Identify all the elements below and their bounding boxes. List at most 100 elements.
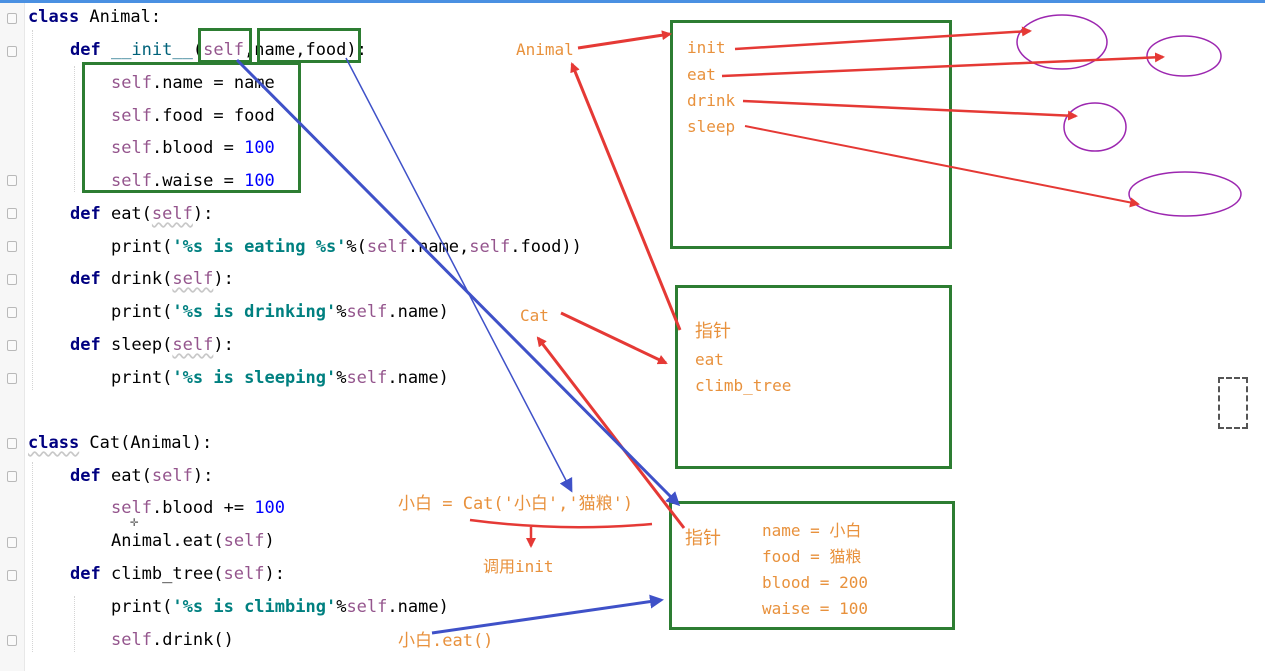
dashed-selection-marker: [1218, 377, 1248, 429]
method-circle-icon: [1063, 102, 1127, 152]
method-name: eat(: [100, 466, 152, 486]
paren: ):: [192, 204, 214, 224]
string-literal: '%s is eating %s': [172, 237, 347, 257]
code-line-cat-def-eat[interactable]: def eat(self):: [70, 466, 213, 486]
attr: .name): [387, 368, 449, 388]
method-name: climb_tree(: [100, 564, 224, 584]
highlight-init-body-box: [82, 62, 301, 193]
self-ref: self: [111, 630, 152, 650]
self-param: self: [203, 40, 245, 60]
code-line-sleep-body[interactable]: print('%s is sleeping'%self.name): [111, 368, 449, 388]
class-name: Cat(Animal):: [79, 433, 213, 453]
attr: .name): [387, 302, 449, 322]
fold-marker-icon[interactable]: [7, 570, 17, 581]
code-line-def-climb-tree[interactable]: def climb_tree(self):: [70, 564, 285, 584]
operator: %: [336, 597, 347, 617]
string-literal: '%s is sleeping': [172, 368, 337, 388]
instance-attr-waise: waise = 100: [762, 599, 868, 618]
cat-member-eat: eat: [695, 350, 724, 369]
class-name: Animal:: [79, 7, 162, 27]
arrow-cat-to-box: [560, 311, 668, 365]
number: 100: [244, 138, 275, 158]
fold-marker-icon[interactable]: [7, 208, 17, 219]
code-line-class-animal[interactable]: class Animal:: [28, 7, 161, 27]
self-ref: self: [346, 302, 388, 322]
code-line-init-body-4[interactable]: self.waise = 100: [111, 171, 275, 191]
method-circle-icon: [1128, 171, 1242, 217]
arrow-sleep-to-circle: [744, 125, 1140, 208]
animal-method-eat: eat: [687, 65, 716, 84]
paren: ):: [213, 335, 234, 355]
code-line-drink-body[interactable]: print('%s is drinking'%self.name): [111, 302, 449, 322]
builtin-call: print(: [111, 302, 173, 322]
self-ref: self: [111, 498, 152, 518]
attr: .food)): [510, 237, 582, 257]
cat-pointer-label: 指针: [695, 321, 731, 342]
animal-class-memory-box: [670, 20, 952, 249]
keyword: class: [28, 433, 80, 453]
code-line-eat-body[interactable]: print('%s is eating %s'%(self.name,self.…: [111, 237, 582, 257]
editor-top-border: [0, 0, 1265, 3]
code-line-cat-eat-body-1[interactable]: self.blood += 100: [111, 498, 285, 518]
statement: .blood +=: [151, 498, 255, 518]
instance-memory-box: [669, 501, 955, 630]
red-underline: [469, 518, 653, 529]
fold-marker-icon[interactable]: [7, 241, 17, 252]
builtin-call: print(: [111, 597, 173, 617]
code-line-climb-body-2[interactable]: self.drink(): [111, 630, 234, 650]
number: 100: [244, 171, 275, 191]
builtin-call: print(: [111, 368, 173, 388]
arrow-eat-to-circle: [721, 52, 1165, 78]
operator: %: [336, 302, 347, 322]
code-line-init-body-2[interactable]: self.food = food: [111, 106, 275, 126]
self-ref: self: [111, 171, 152, 191]
indent-guide: [74, 596, 75, 652]
fold-marker-icon[interactable]: [7, 307, 17, 318]
self-ref: self: [111, 138, 152, 158]
animal-method-drink: drink: [687, 91, 736, 110]
fold-marker-icon[interactable]: [7, 635, 17, 646]
cat-class-memory-box: [675, 285, 952, 469]
params: ,name,food: [244, 40, 347, 60]
code-line-def-eat[interactable]: def eat(self):: [70, 204, 213, 224]
fold-marker-icon[interactable]: [7, 274, 17, 285]
method-circle-icon: [1016, 14, 1108, 70]
code-line-init-body-1[interactable]: self.name = name: [111, 73, 275, 93]
method-circle-icon: [1146, 35, 1222, 77]
code-line-def-sleep[interactable]: def sleep(self):: [70, 335, 234, 355]
fold-marker-icon[interactable]: [7, 438, 17, 449]
paren: ):: [213, 269, 234, 289]
instance-attr-blood: blood = 200: [762, 573, 868, 592]
fold-marker-icon[interactable]: [7, 175, 17, 186]
self-param: self: [151, 466, 193, 486]
fold-marker-icon[interactable]: [7, 537, 17, 548]
fold-marker-icon[interactable]: [7, 471, 17, 482]
code-line-init-body-3[interactable]: self.blood = 100: [111, 138, 275, 158]
keyword: def: [70, 40, 101, 60]
code-line-cat-eat-body-2[interactable]: Animal.eat(self): [111, 531, 275, 551]
code-line-def-drink[interactable]: def drink(self):: [70, 269, 234, 289]
code-line-climb-body-1[interactable]: print('%s is climbing'%self.name): [111, 597, 449, 617]
self-ref: self: [469, 237, 511, 257]
statement: Animal.eat(: [111, 531, 224, 551]
attr: .name,: [407, 237, 470, 257]
paren: ):: [346, 40, 367, 60]
fold-marker-icon[interactable]: [7, 340, 17, 351]
arrow-init-to-circle: [734, 26, 1032, 51]
arrow-drink-to-circle: [742, 99, 1078, 121]
animal-method-sleep: sleep: [687, 117, 736, 136]
code-line-class-cat[interactable]: class Cat(Animal):: [28, 433, 212, 453]
self-ref: self: [346, 368, 388, 388]
animal-class-label: Animal: [516, 40, 574, 59]
instance-creation-stmt: 小白 = Cat('小白','猫粮'): [398, 494, 634, 514]
highlight-self-param-box: [198, 28, 252, 63]
string-literal: '%s is climbing': [172, 597, 337, 617]
fold-marker-icon[interactable]: [7, 373, 17, 384]
self-ref: self: [111, 106, 152, 126]
code-line-def-init[interactable]: def __init__(self,name,food):: [70, 40, 367, 60]
fold-marker-icon[interactable]: [7, 13, 17, 24]
fold-marker-icon[interactable]: [7, 46, 17, 57]
keyword: def: [70, 204, 101, 224]
self-param: self: [223, 564, 265, 584]
